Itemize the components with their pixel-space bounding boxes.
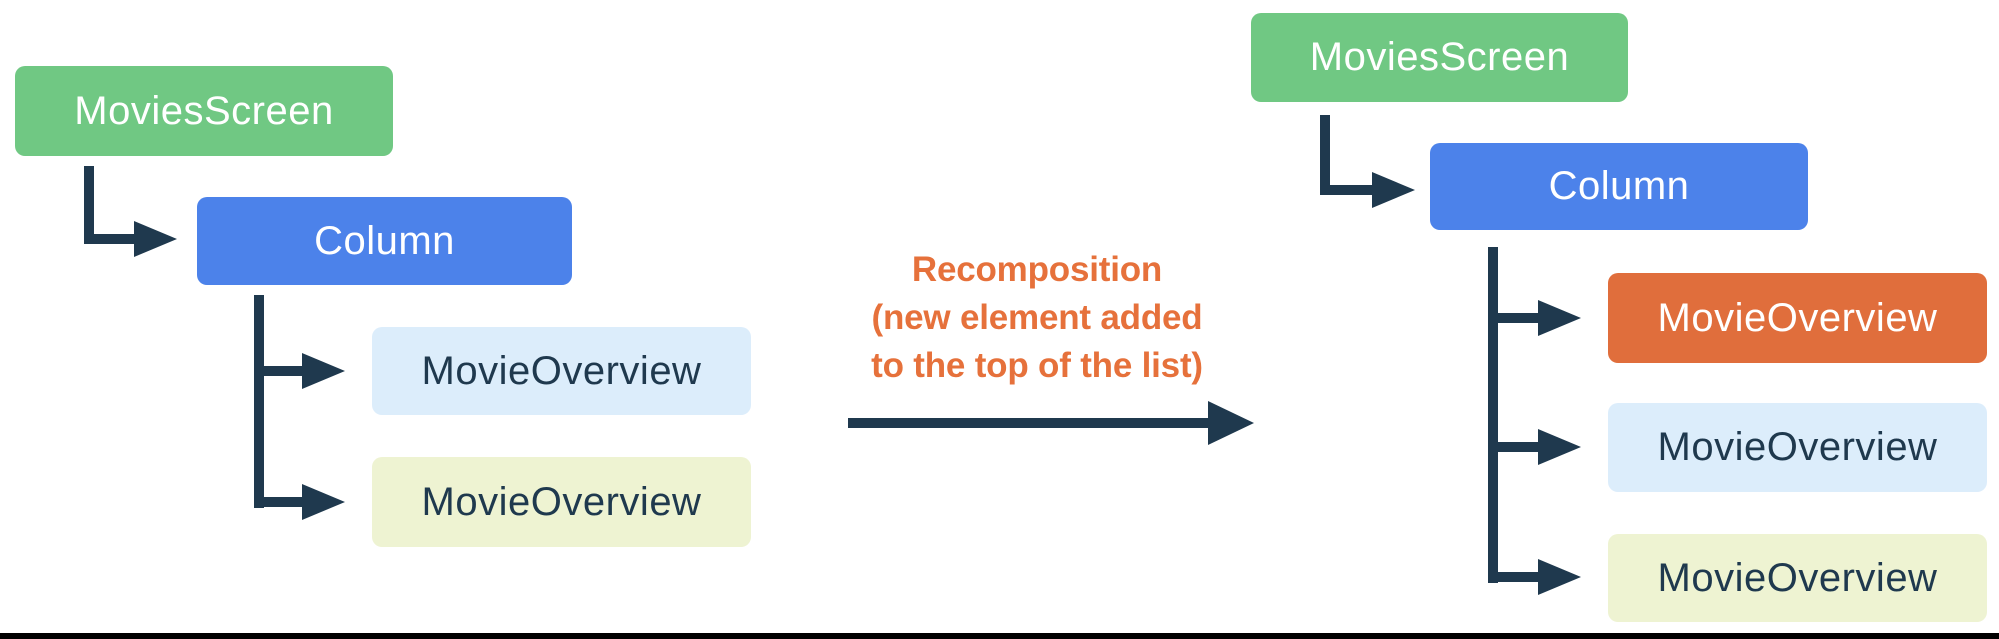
annotation-line-3: to the top of the list) — [871, 346, 1203, 385]
connector-segment — [254, 295, 264, 508]
connector-segment — [1488, 442, 1538, 452]
arrowhead-icon — [1372, 172, 1415, 208]
right-movieoverview-node-1: MovieOverview — [1608, 403, 1987, 492]
left-moviesscreen-node: MoviesScreen — [15, 66, 393, 156]
connector-segment — [1320, 185, 1372, 195]
arrowhead-icon — [134, 221, 177, 257]
arrowhead-icon — [1538, 559, 1581, 595]
right-column-node: Column — [1430, 143, 1808, 230]
connector-segment — [1488, 247, 1498, 583]
arrowhead-icon — [1538, 300, 1581, 336]
bottom-divider — [0, 633, 1999, 639]
connector-segment — [84, 234, 137, 244]
recomposition-arrowhead-icon — [1208, 401, 1254, 445]
annotation-line-2: (new element added — [871, 298, 1203, 337]
connector-segment — [84, 166, 94, 244]
connector-segment — [254, 497, 302, 507]
left-movieoverview-node-1: MovieOverview — [372, 327, 751, 415]
annotation-line-1: Recomposition — [911, 250, 1163, 289]
connector-segment — [1488, 572, 1538, 582]
right-movieoverview-node-2: MovieOverview — [1608, 534, 1987, 622]
arrowhead-icon — [1538, 429, 1581, 465]
arrowhead-icon — [302, 353, 345, 389]
right-movieoverview-node-new: MovieOverview — [1608, 273, 1987, 363]
annotation-text: Recomposition (new element added to the … — [812, 246, 1262, 390]
right-moviesscreen-node: MoviesScreen — [1251, 13, 1628, 102]
connector-segment — [1320, 115, 1330, 195]
recomposition-arrow-shaft — [848, 418, 1208, 428]
left-movieoverview-node-2: MovieOverview — [372, 457, 751, 547]
connector-segment — [1488, 313, 1538, 323]
connector-segment — [254, 366, 302, 376]
left-column-node: Column — [197, 197, 572, 285]
arrowhead-icon — [302, 484, 345, 520]
